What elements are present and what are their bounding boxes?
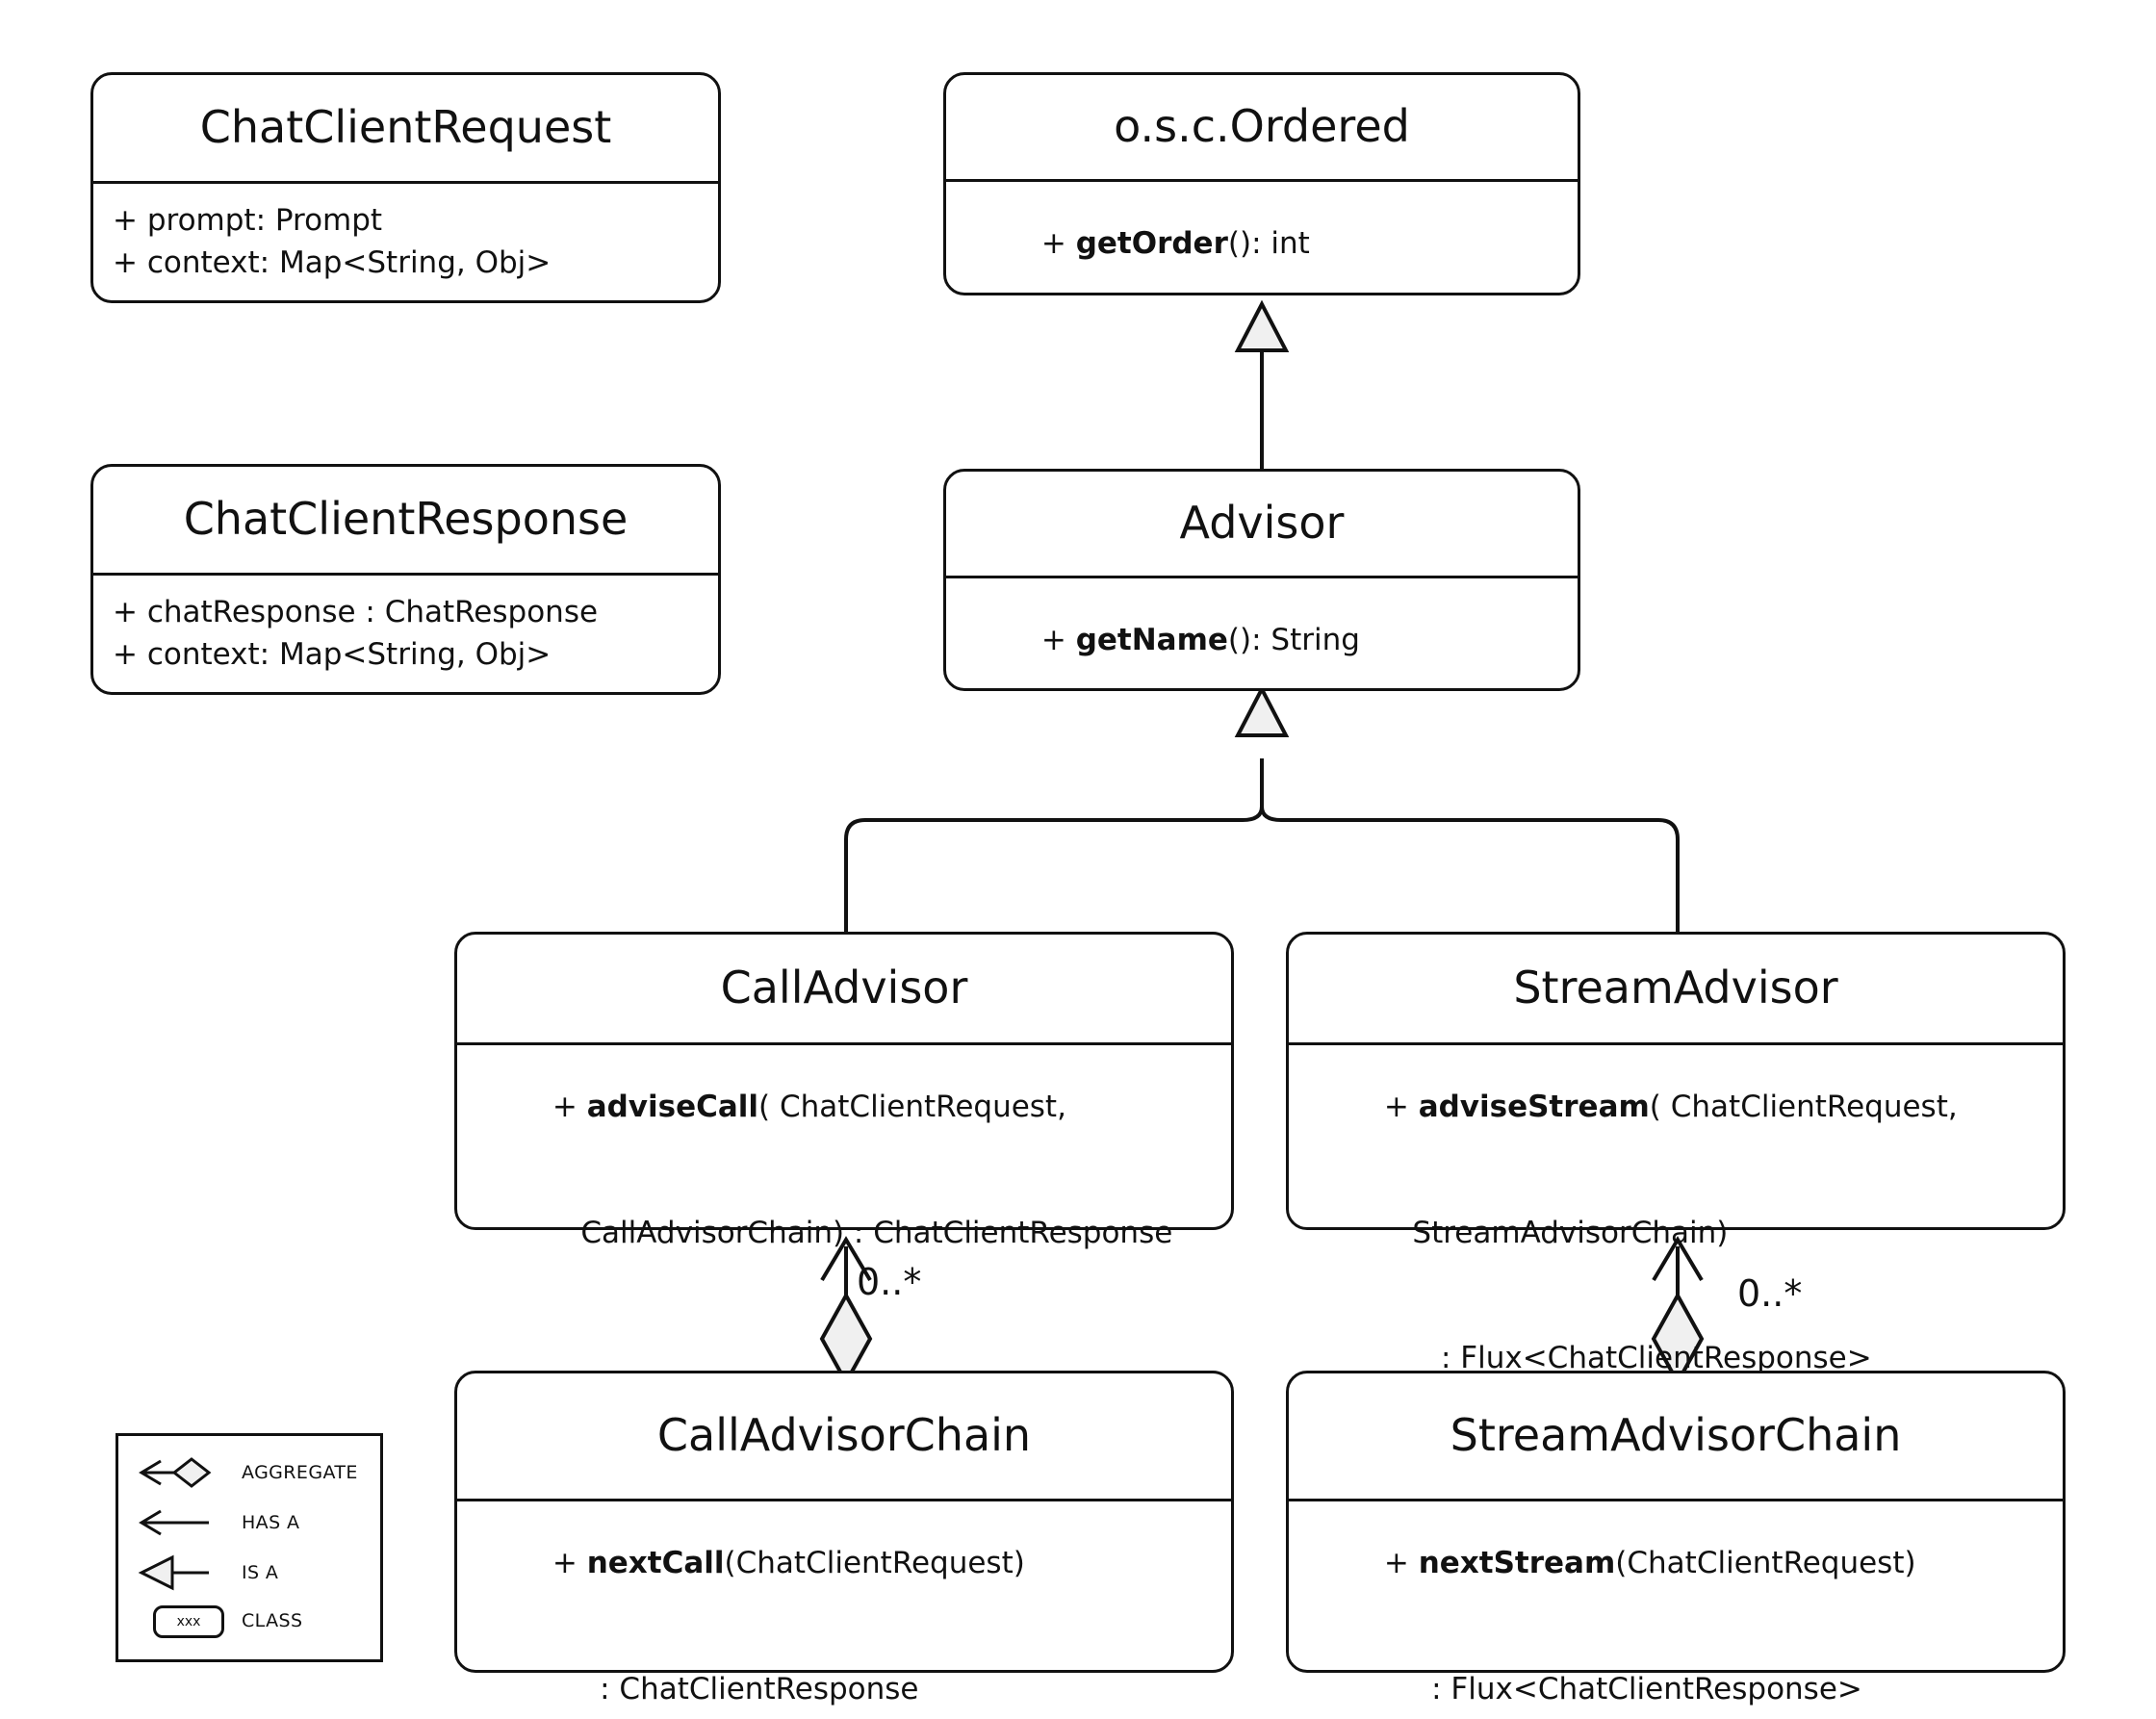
class-name-stream-advisor-chain: StreamAdvisorChain	[1450, 1409, 1902, 1462]
member-suffix: ( ChatClientRequest,	[1649, 1090, 1958, 1125]
class-name-call-advisor: CallAdvisor	[720, 962, 968, 1014]
member-suffix: (): String	[1227, 623, 1360, 658]
class-box-call-advisor[interactable]: CallAdvisor + adviseCall( ChatClientRequ…	[454, 932, 1234, 1250]
aggregate-symbol-icon	[132, 1453, 236, 1492]
class-members-ordered: + getOrder(): int	[946, 182, 1578, 307]
class-members-chat-client-response: + chatResponse : ChatResponse + context:…	[93, 576, 718, 692]
member-method-name: getName	[1075, 623, 1228, 658]
member-method-name: adviseCall	[586, 1090, 759, 1125]
member-prefix: +	[552, 1546, 587, 1581]
member-line: + getOrder(): int	[965, 182, 1558, 307]
class-divider	[946, 179, 1578, 182]
class-name-advisor: Advisor	[1179, 497, 1345, 550]
edge-advisors-isa-advisor	[844, 684, 1680, 932]
multiplicity-stream-aggregation: 0..*	[1737, 1272, 1803, 1315]
legend-label-aggregate: AGGREGATE	[242, 1462, 358, 1483]
member-line: : Flux<ChatClientResponse>	[1308, 1627, 2043, 1719]
class-members-advisor: + getName(): String	[946, 578, 1578, 704]
class-members-call-advisor: + adviseCall( ChatClientRequest, CallAdv…	[457, 1045, 1231, 1296]
member-line: StreamAdvisorChain)	[1308, 1170, 2043, 1296]
member-suffix: StreamAdvisorChain)	[1412, 1215, 1729, 1250]
member-suffix: : ChatClientResponse	[600, 1671, 919, 1706]
legend-row-has-a: HAS A	[132, 1503, 299, 1542]
legend-sample-class-box: xxx	[153, 1605, 224, 1638]
member-line: + nextStream(ChatClientRequest)	[1308, 1501, 2043, 1627]
class-name-stream-advisor: StreamAdvisor	[1513, 962, 1838, 1014]
member-suffix: (): int	[1227, 226, 1310, 262]
legend-sample-class-text: xxx	[176, 1614, 201, 1629]
member-method-name: nextStream	[1418, 1546, 1616, 1581]
class-box-chat-client-request[interactable]: ChatClientRequest + prompt: Prompt + con…	[90, 72, 721, 303]
legend-label-is-a: IS A	[242, 1562, 279, 1583]
is-a-triangle-symbol-icon	[132, 1553, 236, 1592]
legend-row-class: xxx CLASS	[132, 1602, 302, 1640]
member-prefix	[1384, 1672, 1431, 1706]
member-suffix: (ChatClientRequest)	[724, 1546, 1025, 1581]
class-box-symbol-icon: xxx	[132, 1602, 236, 1640]
member-prefix	[552, 1672, 600, 1706]
member-suffix: CallAdvisorChain) : ChatClientResponse	[580, 1215, 1173, 1250]
member-line: + chatResponse : ChatResponse	[113, 595, 599, 630]
legend-row-is-a: IS A	[132, 1553, 278, 1592]
member-line: + context: Map<String, Obj>	[113, 244, 552, 280]
class-divider	[93, 573, 718, 576]
member-prefix	[1384, 1216, 1413, 1250]
member-suffix: ( ChatClientRequest,	[758, 1090, 1066, 1125]
member-method-name: adviseStream	[1418, 1090, 1650, 1125]
multiplicity-call-aggregation: 0..*	[857, 1261, 922, 1303]
member-line: CallAdvisorChain) : ChatClientResponse	[476, 1170, 1212, 1296]
member-method-name: nextCall	[586, 1546, 725, 1581]
member-prefix: +	[1040, 226, 1076, 262]
legend-box: AGGREGATE HAS A IS A	[116, 1433, 383, 1662]
class-box-advisor[interactable]: Advisor + getName(): String	[943, 469, 1580, 691]
member-prefix: +	[1383, 1546, 1419, 1581]
class-members-call-advisor-chain: + nextCall(ChatClientRequest) : ChatClie…	[457, 1501, 1231, 1719]
member-prefix	[552, 1216, 581, 1250]
class-box-stream-advisor[interactable]: StreamAdvisor + adviseStream( ChatClient…	[1286, 932, 2066, 1375]
member-line: : ChatClientResponse	[476, 1627, 1212, 1719]
class-members-chat-client-request: + prompt: Prompt + context: Map<String, …	[93, 184, 718, 300]
member-prefix: +	[552, 1090, 587, 1125]
member-suffix: : Flux<ChatClientResponse>	[1431, 1671, 1862, 1706]
class-name-ordered: o.s.c.Ordered	[1114, 100, 1410, 153]
member-suffix: (ChatClientRequest)	[1615, 1546, 1916, 1581]
legend-row-aggregate: AGGREGATE	[132, 1453, 358, 1492]
member-line: + context: Map<String, Obj>	[113, 636, 552, 672]
class-divider	[93, 181, 718, 184]
member-prefix: +	[1040, 623, 1076, 658]
class-divider	[1289, 1042, 2063, 1045]
class-name-chat-client-request: ChatClientRequest	[199, 101, 612, 154]
class-box-ordered[interactable]: o.s.c.Ordered + getOrder(): int	[943, 72, 1580, 295]
legend-label-class: CLASS	[242, 1610, 303, 1631]
member-prefix: +	[1383, 1090, 1419, 1125]
class-name-call-advisor-chain: CallAdvisorChain	[656, 1409, 1032, 1462]
class-box-chat-client-response[interactable]: ChatClientResponse + chatResponse : Chat…	[90, 464, 721, 695]
class-members-stream-advisor-chain: + nextStream(ChatClientRequest) : Flux<C…	[1289, 1501, 2063, 1719]
member-line: + prompt: Prompt	[113, 203, 383, 239]
member-line: + nextCall(ChatClientRequest)	[476, 1501, 1212, 1627]
class-divider	[457, 1499, 1231, 1501]
member-line: + adviseStream( ChatClientRequest,	[1308, 1045, 2043, 1170]
member-method-name: getOrder	[1075, 226, 1228, 262]
class-divider	[946, 576, 1578, 578]
class-box-call-advisor-chain[interactable]: CallAdvisorChain + nextCall(ChatClientRe…	[454, 1371, 1234, 1706]
class-box-stream-advisor-chain[interactable]: StreamAdvisorChain + nextStream(ChatClie…	[1286, 1371, 2066, 1706]
member-line: + adviseCall( ChatClientRequest,	[476, 1045, 1212, 1170]
has-a-arrow-symbol-icon	[132, 1503, 236, 1542]
edge-advisor-isa-ordered	[1234, 299, 1290, 472]
class-members-stream-advisor: + adviseStream( ChatClientRequest, Strea…	[1289, 1045, 2063, 1422]
legend-label-has-a: HAS A	[242, 1512, 300, 1533]
class-name-chat-client-response: ChatClientResponse	[183, 493, 629, 546]
member-line: + getName(): String	[965, 578, 1558, 704]
class-divider	[457, 1042, 1231, 1045]
class-divider	[1289, 1499, 2063, 1501]
